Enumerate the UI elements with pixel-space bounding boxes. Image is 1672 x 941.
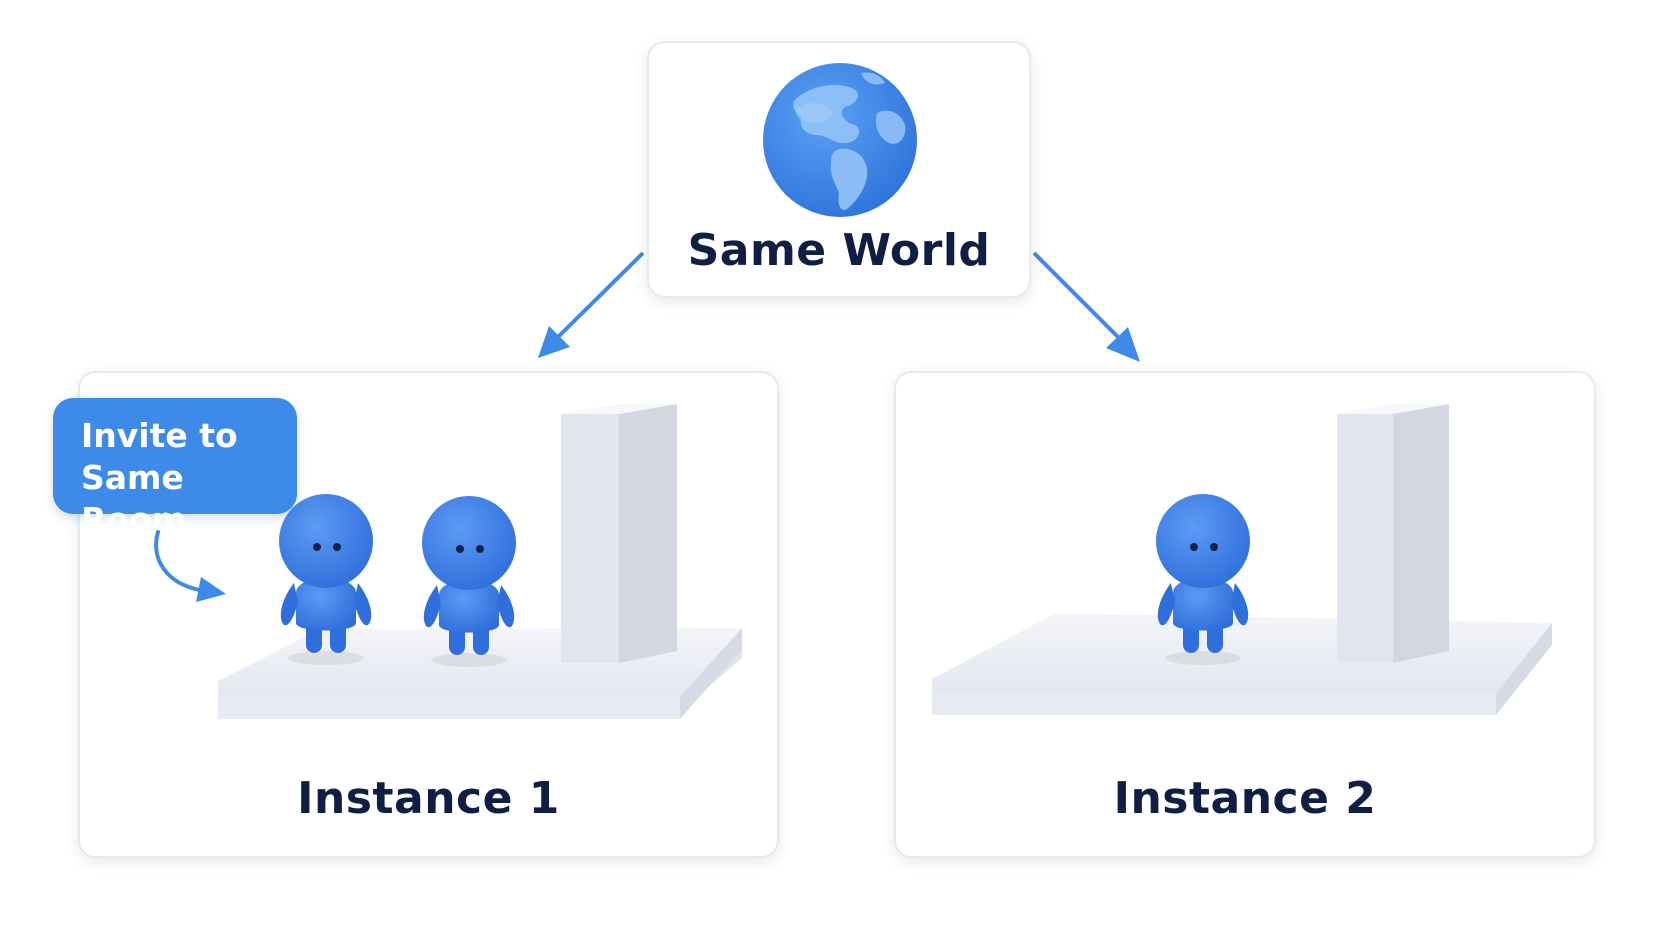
pillar xyxy=(1337,404,1449,663)
avatar xyxy=(1156,494,1250,665)
arrow-to-instance-2 xyxy=(1032,251,1140,362)
invite-line-1: Invite to xyxy=(81,416,238,455)
instance-2-scene xyxy=(932,404,1552,715)
globe-icon xyxy=(763,63,917,217)
world-card: Same World xyxy=(647,41,1031,298)
invite-badge[interactable]: Invite to Same Room xyxy=(53,398,297,539)
instance-1-title: Instance 1 xyxy=(297,773,560,824)
platform xyxy=(932,613,1552,715)
instance-1-scene xyxy=(218,404,742,719)
instance-2-card: Instance 2 xyxy=(894,371,1596,858)
invite-line-2: Same Room xyxy=(81,458,187,539)
arrow-to-instance-1 xyxy=(538,251,645,358)
avatar xyxy=(422,496,516,667)
world-title: Same World xyxy=(687,225,991,276)
pillar xyxy=(561,404,677,663)
avatar xyxy=(279,494,373,665)
instance-2-title: Instance 2 xyxy=(1113,773,1377,824)
